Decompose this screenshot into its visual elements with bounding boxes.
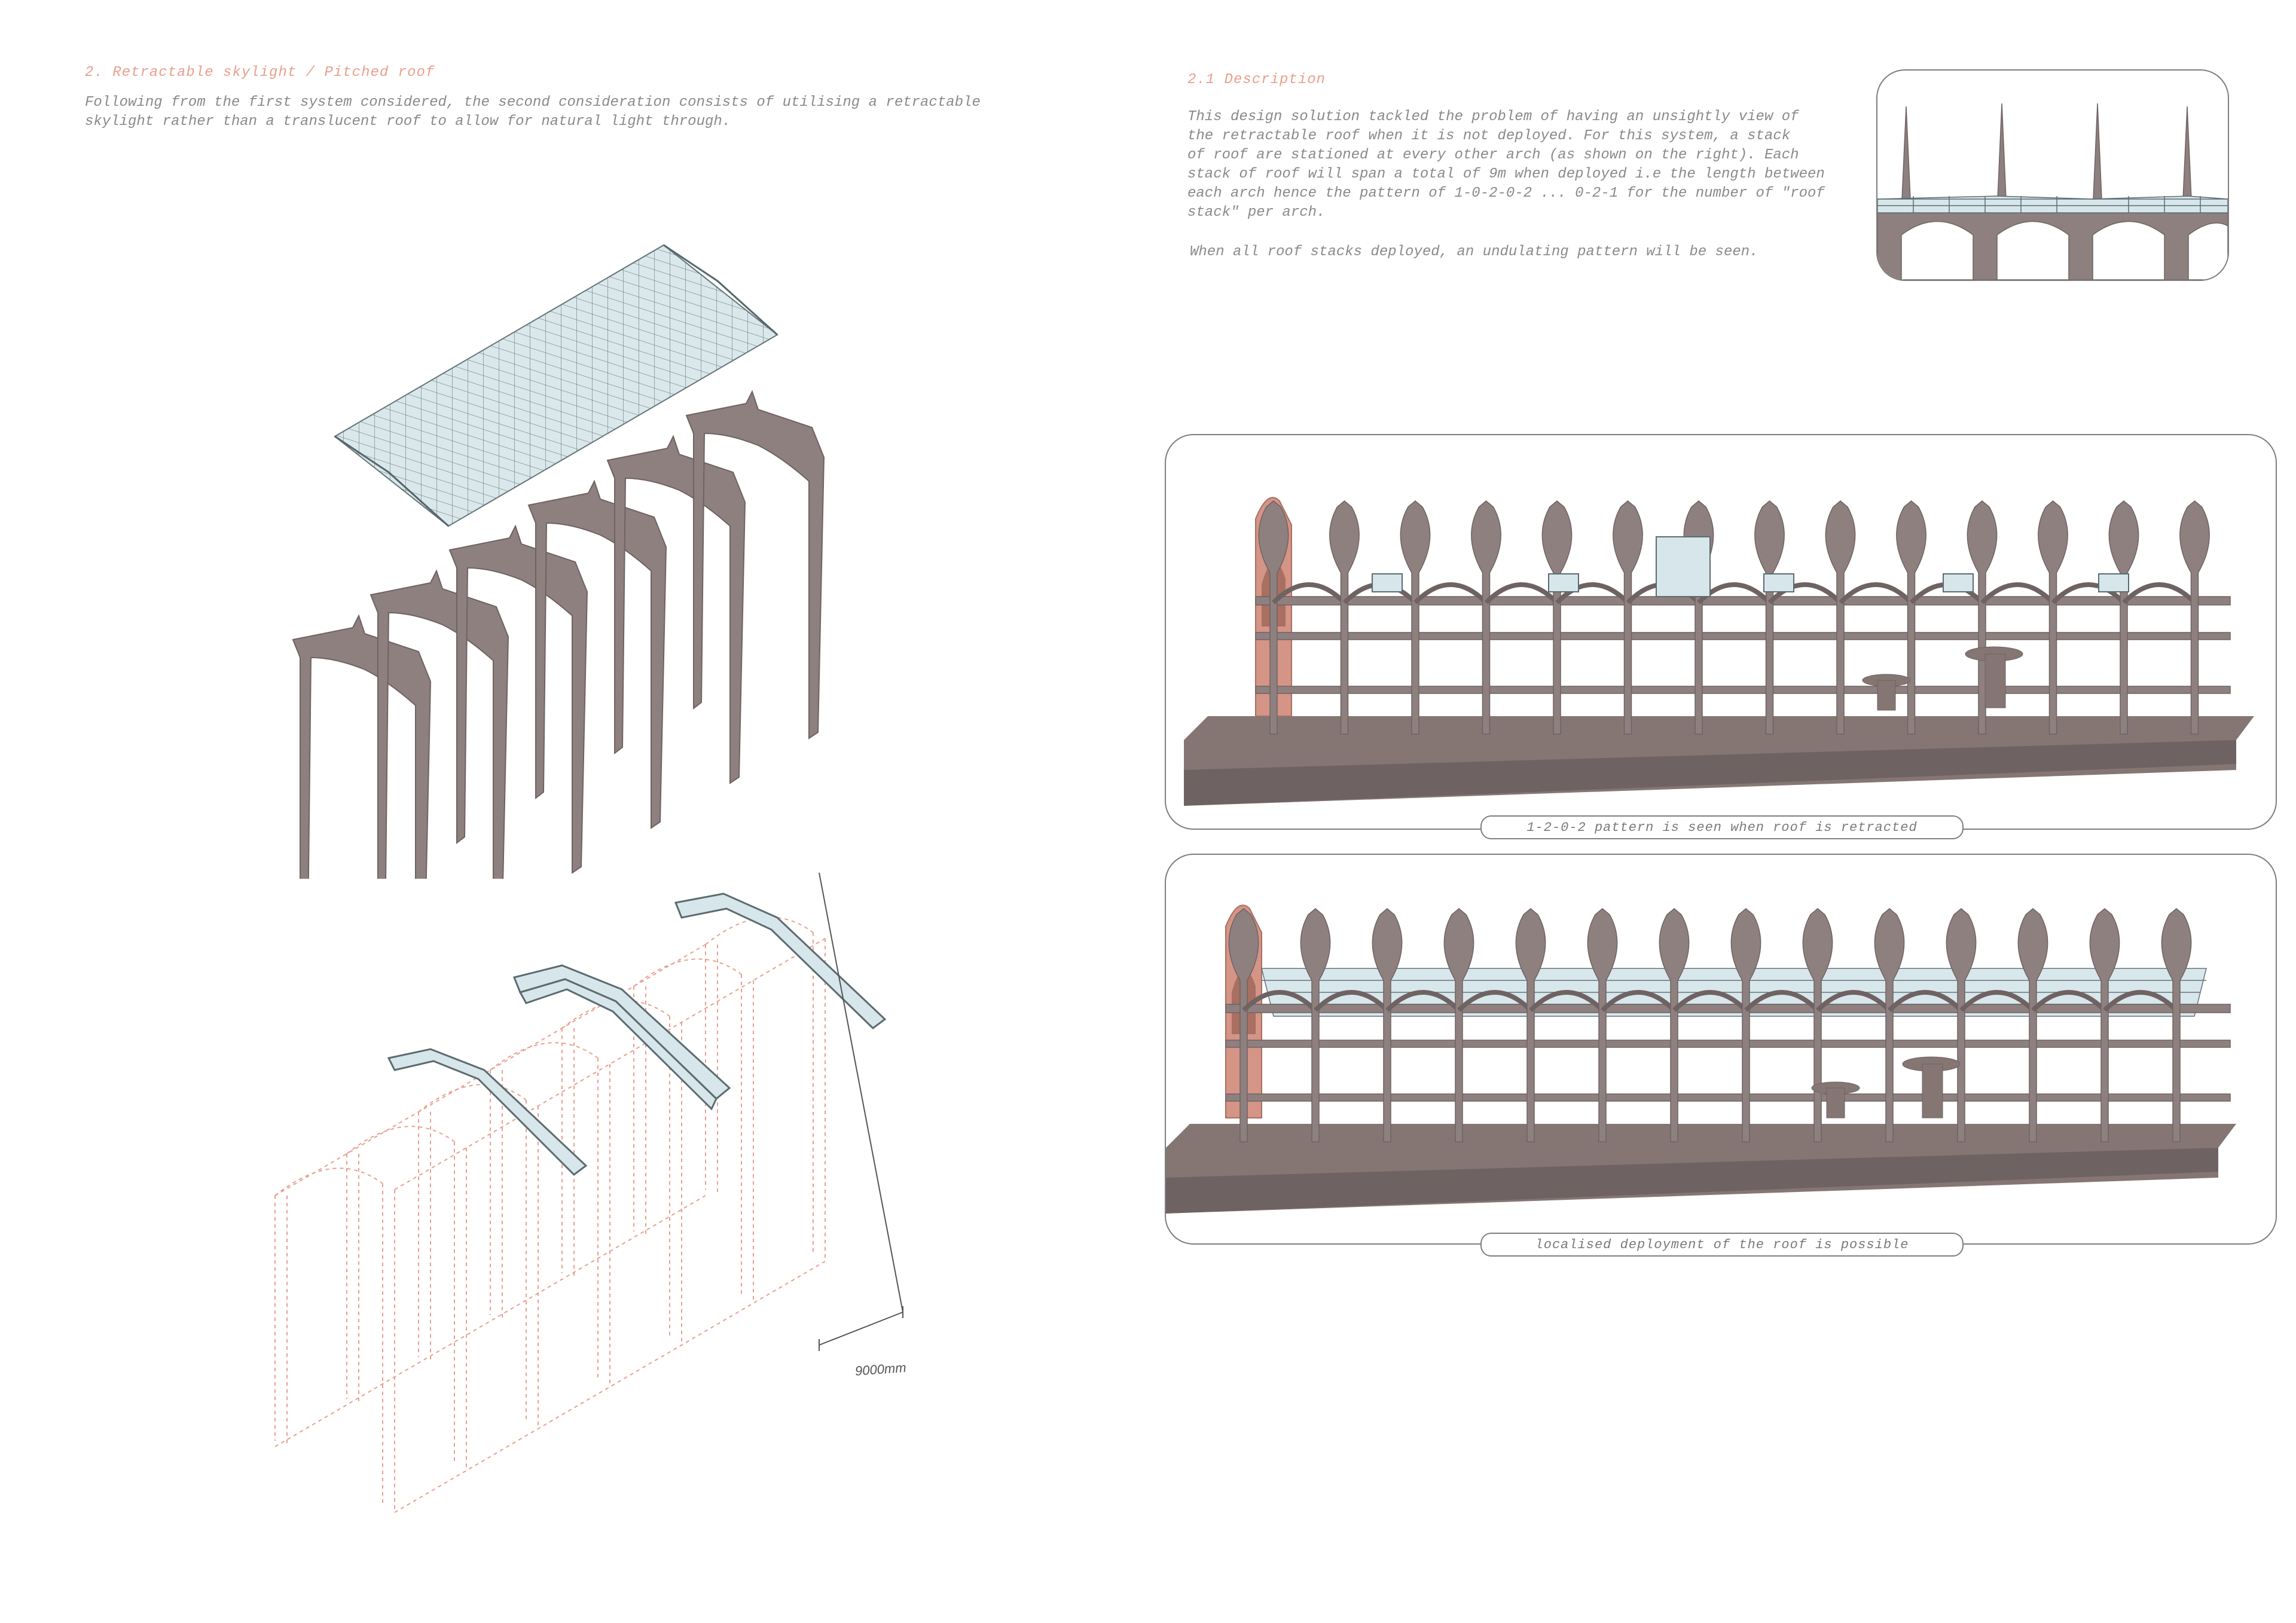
arch-column	[2089, 908, 2120, 1142]
caption-deployed: localised deployment of the roof is poss…	[1480, 1233, 1964, 1257]
arch-column	[1258, 500, 1289, 735]
arch-curve	[1272, 582, 1347, 604]
arch-column	[1730, 908, 1761, 1142]
arch-column	[1400, 500, 1431, 735]
arch-column	[2017, 908, 2048, 1142]
arch-columns	[1258, 500, 2210, 735]
arch-curve	[1959, 990, 2035, 1012]
arch-column	[1443, 908, 1474, 1142]
furniture	[1811, 1056, 1961, 1118]
arch-column	[2038, 500, 2068, 735]
arch-curve	[1242, 990, 1317, 1012]
dashed-arch-outline	[274, 916, 826, 1513]
roof-stack-2	[512, 964, 731, 1111]
caption-retracted: 1-2-0-2 pattern is seen when roof is ret…	[1480, 815, 1964, 839]
arch-column	[1659, 908, 1690, 1142]
arch-column	[2108, 500, 2139, 735]
arch-column	[2179, 500, 2210, 735]
roof-glazing	[334, 244, 778, 527]
arch-curve	[1888, 990, 1963, 1012]
description-heading: 2.1 Description	[1187, 72, 1326, 88]
arch-column	[1946, 908, 1977, 1142]
arch-curve	[1816, 990, 1891, 1012]
arch-curve	[1672, 990, 1748, 1012]
arch-curve	[1839, 582, 1913, 604]
left-heading: 2. Retractable skylight / Pitched roof	[85, 65, 435, 81]
arch-curve	[1744, 990, 1819, 1012]
arch-column	[1896, 500, 1926, 735]
elevation-thumbnail	[1876, 69, 2229, 281]
arch-column	[1329, 500, 1360, 735]
iso-arch-structure	[292, 244, 825, 879]
arch-column	[1802, 908, 1833, 1142]
arch-column	[1471, 500, 1501, 735]
description-paragraph-2: When all roof stacks deployed, an undula…	[1190, 244, 1758, 260]
arch-curve	[2122, 582, 2197, 604]
render-retracted-frame	[1165, 434, 2277, 830]
arch-column	[2161, 908, 2192, 1142]
arch-row	[1225, 1004, 2231, 1102]
arch-curve	[1314, 990, 1389, 1012]
arch-column	[1541, 500, 1573, 735]
arch-row	[1255, 596, 2231, 694]
arch-curve	[1385, 990, 1461, 1012]
arch-curve	[2031, 990, 2106, 1012]
arch-column	[1228, 908, 1259, 1142]
arch-curve	[1484, 582, 1559, 604]
arch-curve	[1457, 990, 1532, 1012]
arch-column	[1300, 908, 1331, 1142]
arch-column	[1587, 908, 1618, 1142]
roof-stack-3	[674, 893, 887, 1029]
arch-column	[1683, 500, 1714, 735]
left-intro: Following from the first system consider…	[85, 94, 981, 130]
arch-curve	[1413, 582, 1488, 604]
render-deployed-frame	[1165, 854, 2277, 1245]
exploded-roof-stack-diagram	[274, 873, 903, 1513]
arch-curve	[1601, 990, 1676, 1012]
arch-columns	[1228, 908, 2192, 1142]
arch-curve	[1980, 582, 2055, 604]
arch-column	[1515, 908, 1546, 1142]
arch-curve	[1529, 990, 1604, 1012]
base-platform	[1184, 716, 2254, 806]
base-platform	[1166, 1124, 2236, 1214]
arch-column	[1874, 908, 1905, 1142]
arch-column	[1967, 500, 1998, 735]
description-paragraph-1: This design solution tackled the problem…	[1187, 109, 1825, 221]
dimension-line	[819, 873, 903, 1351]
arch-curve	[2051, 582, 2126, 604]
roof-stack-1	[387, 1048, 588, 1176]
arch-column	[1613, 500, 1643, 735]
arch-curve	[2103, 990, 2178, 1012]
arch-column	[1825, 500, 1856, 735]
arch-curve	[1767, 582, 1842, 604]
retracted-roof-stacks	[1372, 536, 2129, 597]
arch-frames	[292, 390, 825, 879]
arch-column	[1372, 908, 1403, 1142]
arch-column	[1754, 500, 1785, 735]
arch-curve	[1555, 582, 1630, 604]
furniture	[1862, 646, 2023, 711]
